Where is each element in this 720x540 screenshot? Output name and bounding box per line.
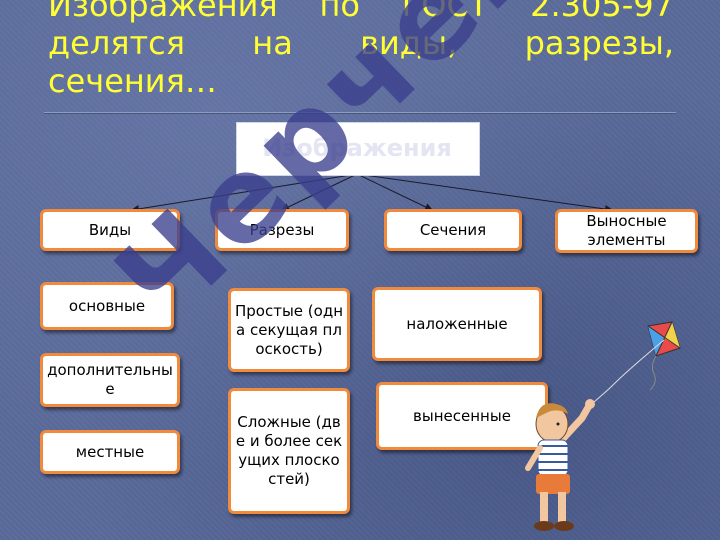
root-node-box: [236, 122, 480, 176]
cut-removed-label: вынесенные: [413, 406, 511, 425]
arrow-to-views: [131, 173, 358, 213]
category-views-label: Виды: [88, 220, 132, 239]
root-node-label: Изображения: [262, 134, 452, 162]
category-sections: Разрезы: [215, 209, 349, 251]
title-divider: [44, 112, 676, 114]
kite-icon: [647, 321, 681, 391]
section-complex-label: Сложные (две и более секущих плоскостей): [235, 413, 343, 488]
arrow-to-sections: [281, 173, 358, 211]
view-additional: дополнительные: [40, 353, 180, 407]
view-local-label: местные: [75, 442, 145, 461]
category-cuts: Сечения: [384, 209, 522, 251]
view-local: местные: [40, 430, 180, 474]
cut-superimposed: наложенные: [372, 287, 542, 361]
slide-title: Изображения по ГОСТ 2.305-97 делятся на …: [48, 0, 674, 100]
view-additional-label: дополнительные: [47, 361, 173, 398]
section-simple-label: Простые (одна секущая плоскость): [235, 301, 344, 358]
category-views: Виды: [40, 209, 180, 251]
category-details: Выносные элементы: [555, 209, 698, 253]
category-sections-label: Разрезы: [249, 220, 315, 239]
view-main: основные: [40, 282, 174, 330]
cut-superimposed-label: наложенные: [406, 314, 508, 333]
arrow-to-cuts: [356, 173, 433, 211]
boy-figure: [525, 399, 595, 531]
section-complex: Сложные (две и более секущих плоскостей): [228, 388, 350, 514]
view-main-label: основные: [68, 296, 146, 315]
arrow-to-details: [356, 173, 613, 213]
category-cuts-label: Сечения: [419, 220, 487, 239]
category-details-label: Выносные элементы: [586, 212, 667, 249]
section-simple: Простые (одна секущая плоскость): [228, 288, 350, 372]
cut-removed: вынесенные: [376, 382, 548, 450]
